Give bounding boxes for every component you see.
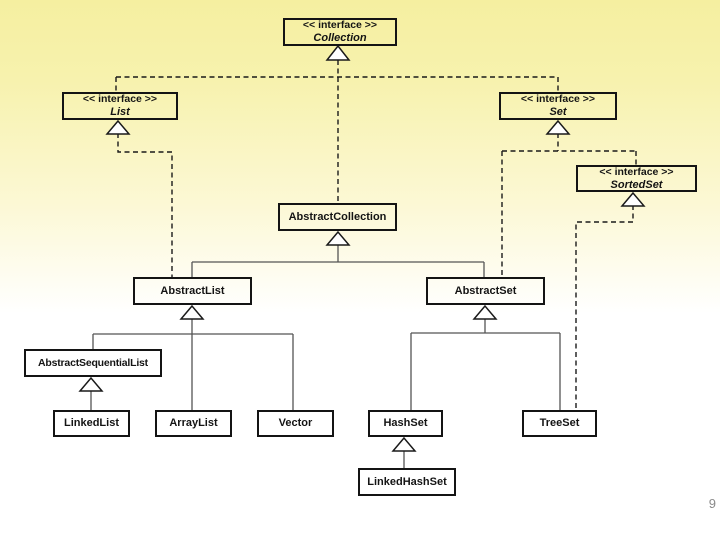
node-abstractset: AbstractSet [426,277,545,305]
node-collection-interface: << interface >> Collection [283,18,397,46]
arrowhead-set [545,119,571,135]
arrowhead-abstractcollection [325,230,351,246]
sortedset-stereotype: << interface >> [599,165,674,178]
node-abstractlist: AbstractList [133,277,252,305]
node-vector: Vector [257,410,334,437]
abstractset-name: AbstractSet [454,284,517,297]
arraylist-name: ArrayList [169,417,218,429]
list-name: List [110,106,130,118]
list-stereotype: << interface >> [82,93,158,105]
set-name: Set [549,106,567,118]
arrowhead-sortedset [620,191,646,207]
sortedset-name: SortedSet [610,178,663,191]
hashset-name: HashSet [383,417,428,429]
arrowhead-abstractlist [179,304,205,320]
abstractsequentiallist-name: AbstractSequentialList [38,356,148,369]
arrowhead-abstractsequentiallist [78,376,104,392]
collection-name: Collection [313,32,367,44]
node-set-interface: << interface >> Set [499,92,617,120]
arrowhead-hashset [391,436,417,452]
set-stereotype: << interface >> [520,93,596,105]
node-linkedhashset: LinkedHashSet [358,468,456,496]
collection-stereotype: << interface >> [302,19,378,31]
arrowhead-list [105,119,131,135]
node-hashset: HashSet [368,410,443,437]
node-linkedlist: LinkedList [53,410,130,437]
node-sortedset-interface: << interface >> SortedSet [576,165,697,192]
node-treeset: TreeSet [522,410,597,437]
node-abstractcollection: AbstractCollection [278,203,397,231]
abstractlist-name: AbstractList [160,284,225,297]
generalization-arrowheads [78,44,646,452]
linkedlist-name: LinkedList [63,417,119,429]
node-list-interface: << interface >> List [62,92,178,120]
vector-name: Vector [278,417,313,429]
arrowhead-collection [325,44,351,61]
connector-collection-bus [115,60,637,410]
abstractcollection-name: AbstractCollection [288,210,387,223]
treeset-name: TreeSet [539,417,580,429]
linkedhashset-name: LinkedHashSet [367,475,447,488]
connector-class-inheritance [90,245,561,468]
node-abstractsequentiallist: AbstractSequentialList [24,349,162,377]
node-arraylist: ArrayList [155,410,232,437]
arrowhead-abstractset [472,304,498,320]
page-number: 9 [708,496,716,511]
